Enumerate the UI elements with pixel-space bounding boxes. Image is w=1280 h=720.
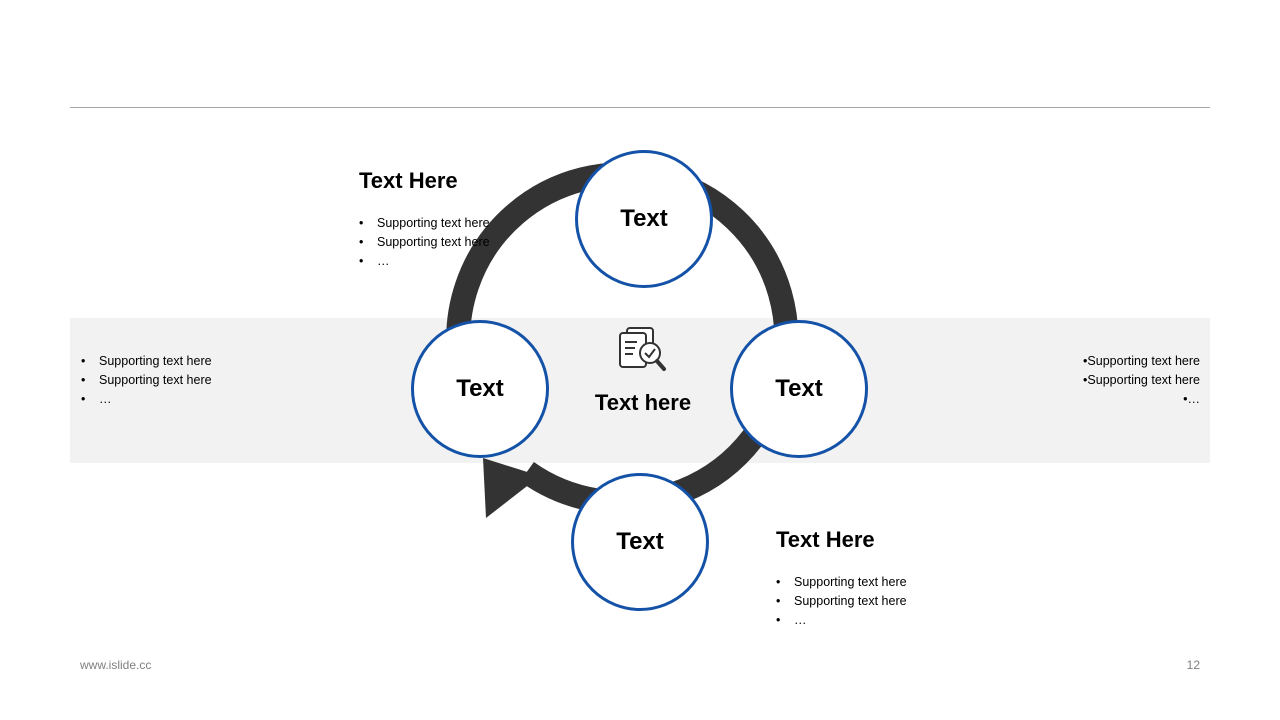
top-left-bullets: Supporting text here Supporting text her… [359,214,490,271]
top-divider [70,107,1210,108]
left-bullets: Supporting text here Supporting text her… [81,352,212,409]
bullet-item: Supporting text here [776,573,907,592]
clipboard-check-search-icon [619,327,666,371]
bullet-item: Supporting text here [1069,371,1200,390]
node-label: Text [775,375,823,402]
bullet-item: Supporting text here [359,233,490,252]
right-bullets: Supporting text here Supporting text her… [1069,352,1200,409]
node-label: Text [620,205,668,232]
cycle-node-right: Text [730,320,868,458]
bullet-item: Supporting text here [776,592,907,611]
bullet-item: Supporting text here [81,352,212,371]
cycle-node-bottom: Text [571,473,709,611]
ring-arrowhead [483,458,540,518]
bottom-right-title: Text Here [776,527,875,552]
bullet-item: … [81,390,212,409]
bullet-item: … [776,611,907,630]
top-left-title: Text Here [359,168,458,193]
bullet-item: Supporting text here [81,371,212,390]
bottom-right-bullets: Supporting text here Supporting text her… [776,573,907,630]
cycle-node-left: Text [411,320,549,458]
cycle-node-top: Text [575,150,713,288]
bullet-item: … [1069,390,1201,409]
bullet-item: … [359,252,490,271]
node-label: Text [456,375,504,402]
page-number: 12 [1186,658,1200,672]
node-label: Text [616,528,664,555]
center-label: Text here [594,390,692,415]
bullet-item: Supporting text here [359,214,490,233]
bullet-item: Supporting text here [1069,352,1200,371]
footer-url: www.islide.cc [80,658,152,672]
